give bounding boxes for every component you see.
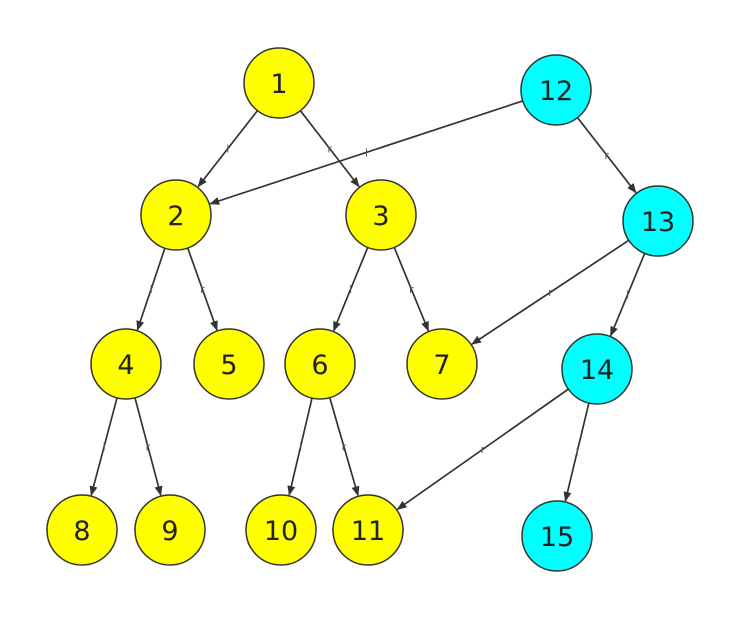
edge-label-2-5: r bbox=[200, 283, 205, 296]
edge-label-6-11: r bbox=[342, 441, 347, 454]
node-label-7: 7 bbox=[433, 350, 450, 381]
node-label-9: 9 bbox=[161, 516, 178, 547]
node-9: 9 bbox=[134, 494, 206, 566]
node-label-10: 10 bbox=[264, 516, 298, 547]
edge-14-to-11 bbox=[396, 388, 569, 510]
node-label-6: 6 bbox=[311, 350, 328, 381]
node-circle-15 bbox=[521, 500, 593, 572]
node-label-15: 15 bbox=[540, 522, 574, 553]
node-circle-3 bbox=[345, 179, 417, 251]
node-circle-5 bbox=[193, 328, 265, 400]
edge-13-to-14 bbox=[609, 253, 646, 337]
node-circle-12 bbox=[520, 54, 592, 126]
edge-6-to-10 bbox=[287, 397, 313, 496]
node-label-14: 14 bbox=[580, 355, 614, 386]
edge-14-to-15 bbox=[563, 402, 590, 502]
edges-layer: l r l r l r l r r l l r l r r l bbox=[89, 100, 646, 510]
edge-2-to-4 bbox=[136, 247, 166, 331]
node-5: 5 bbox=[193, 328, 265, 400]
node-4: 4 bbox=[90, 328, 162, 400]
edge-label-3-7: r bbox=[409, 283, 414, 296]
node-label-12: 12 bbox=[539, 76, 573, 107]
node-circle-14 bbox=[561, 333, 633, 405]
edge-label-12-13: r bbox=[604, 149, 609, 162]
edge-12-to-2 bbox=[209, 100, 524, 205]
node-circle-1 bbox=[243, 47, 315, 119]
edge-12-to-13 bbox=[576, 117, 637, 194]
node-circle-11 bbox=[332, 494, 404, 566]
node-6: 6 bbox=[284, 328, 356, 400]
node-7: 7 bbox=[406, 328, 478, 400]
edge-label-4-8: l bbox=[103, 441, 106, 454]
edge-3-to-6 bbox=[332, 247, 369, 332]
edge-label-3-6: l bbox=[349, 283, 352, 296]
node-circle-4 bbox=[90, 328, 162, 400]
node-8: 8 bbox=[46, 494, 118, 566]
node-label-3: 3 bbox=[372, 201, 389, 232]
edge-label-2-4: l bbox=[150, 283, 153, 296]
node-circle-2 bbox=[140, 179, 212, 251]
node-14: 14 bbox=[561, 333, 633, 405]
edge-label-4-9: r bbox=[146, 441, 151, 454]
node-11: 11 bbox=[332, 494, 404, 566]
edge-label-13-14: l bbox=[626, 289, 629, 302]
edge-label-6-10: l bbox=[299, 441, 302, 454]
node-12: 12 bbox=[520, 54, 592, 126]
node-circle-10 bbox=[245, 494, 317, 566]
node-label-1: 1 bbox=[270, 69, 287, 100]
node-3: 3 bbox=[345, 179, 417, 251]
node-2: 2 bbox=[140, 179, 212, 251]
edge-1-to-2 bbox=[197, 110, 259, 188]
node-circle-7 bbox=[406, 328, 478, 400]
edge-13-to-7 bbox=[471, 239, 630, 345]
edge-label-1-3: r bbox=[327, 143, 332, 156]
edge-4-to-9 bbox=[134, 397, 163, 497]
node-label-5: 5 bbox=[220, 350, 237, 381]
edge-label-12-2: l bbox=[365, 146, 368, 159]
edge-6-to-11 bbox=[328, 397, 360, 497]
node-13: 13 bbox=[622, 185, 694, 257]
node-circle-6 bbox=[284, 328, 356, 400]
node-label-2: 2 bbox=[167, 201, 184, 232]
node-label-8: 8 bbox=[73, 516, 90, 547]
node-circle-9 bbox=[134, 494, 206, 566]
node-10: 10 bbox=[245, 494, 317, 566]
edge-label-14-15: l bbox=[576, 446, 579, 459]
node-1: 1 bbox=[243, 47, 315, 119]
edge-label-14-11: r bbox=[481, 443, 486, 456]
edge-label-1-2: l bbox=[226, 143, 229, 156]
node-label-11: 11 bbox=[351, 516, 385, 547]
edge-label-13-7: r bbox=[548, 286, 553, 299]
edge-4-to-8 bbox=[89, 397, 118, 497]
node-circle-13 bbox=[622, 185, 694, 257]
node-15: 15 bbox=[521, 500, 593, 572]
edge-1-to-3 bbox=[299, 110, 360, 188]
node-label-4: 4 bbox=[117, 350, 134, 381]
node-circle-8 bbox=[46, 494, 118, 566]
edge-3-to-7 bbox=[393, 247, 430, 332]
node-label-13: 13 bbox=[641, 207, 675, 238]
edge-2-to-5 bbox=[186, 247, 218, 332]
